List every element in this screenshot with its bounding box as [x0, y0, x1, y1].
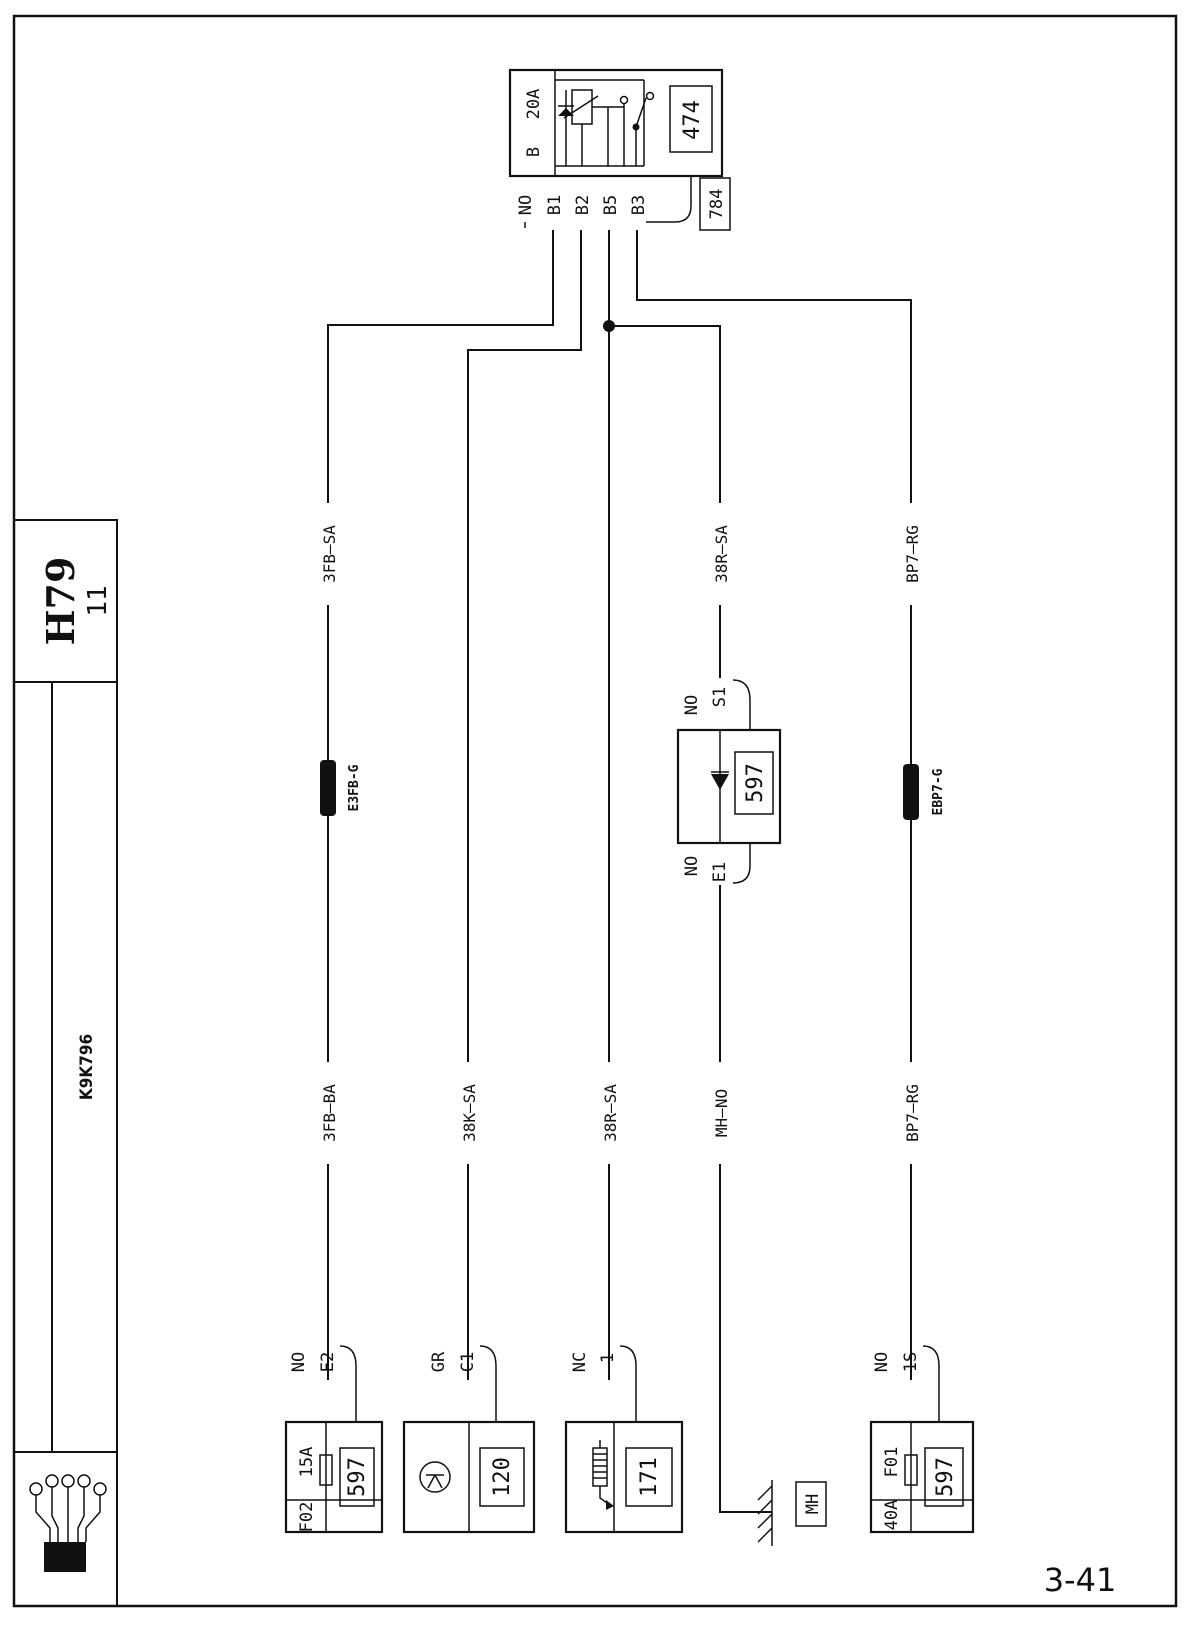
- connector-ebp7-g: [903, 764, 919, 820]
- fuse-f01: NO 1S 597 F01 40A: [869, 1345, 975, 1534]
- connector-ebp7-g-label: EBP7-G: [931, 768, 946, 815]
- fuse-f01-id: 597: [933, 1457, 958, 1497]
- wire-mh-label: MH—NO: [712, 1089, 731, 1137]
- page-sub-number: 11: [83, 585, 113, 616]
- page-frame: [12, 14, 1178, 1608]
- fuse-f02-id: 597: [345, 1457, 370, 1497]
- diode-module-id: 597: [743, 763, 768, 803]
- wire-bp7-top-label: BP7—RG: [903, 525, 922, 583]
- fuse-f02: NO E2 597 15A F02: [284, 1345, 384, 1534]
- relay-ref-784: 784: [707, 189, 727, 220]
- sensor-icon: [419, 1461, 451, 1493]
- fuse-f01-color: NO: [872, 1352, 892, 1372]
- wire-bp7-bottom-label: BP7—RG: [903, 1084, 922, 1142]
- diode-color-out: NO: [682, 695, 702, 715]
- relay-pins: NO B1 B2 B5 B3 784: [516, 176, 731, 231]
- component-171-color: NC: [570, 1352, 590, 1372]
- wire-38r-mh: 38R—SA MH—NO: [609, 325, 772, 1513]
- component-120-pin: C1: [458, 1352, 478, 1372]
- page-code: H79: [38, 557, 83, 646]
- relay-fuse-rating: 20A: [524, 89, 544, 120]
- diode-pin-s1: S1: [710, 687, 730, 707]
- relay-474: 474 B 20A: [508, 68, 724, 178]
- relay-type-letter: B: [524, 147, 544, 157]
- diode-color-in: NO: [682, 856, 702, 876]
- component-120-id: 120: [490, 1457, 515, 1497]
- fuse-f01-pin: 1S: [901, 1352, 921, 1372]
- wire-3fb: 3FB—SA E3FB-G 3FB—BA: [314, 230, 554, 1380]
- ground-label: MH: [803, 1494, 823, 1514]
- component-120: GR C1 120: [402, 1345, 536, 1534]
- wire-38r: 38R—SA: [595, 230, 623, 1380]
- diode-pin-e1: E1: [710, 862, 730, 882]
- relay-pin-b5: B5: [601, 195, 621, 215]
- relay-pin-b2: B2: [573, 195, 593, 215]
- fuse-f02-pin: E2: [318, 1352, 338, 1372]
- wire-38r-top-label: 38R—SA: [712, 525, 731, 583]
- component-171: NC 1 171: [564, 1345, 684, 1534]
- connector-e3fb-g-label: E3FB-G: [347, 764, 362, 811]
- wire-38k-label: 38K—SA: [460, 1084, 479, 1142]
- fuse-f02-name: F02: [297, 1502, 317, 1533]
- wire-3fb-top-label: 3FB—SA: [320, 525, 339, 583]
- relay-pin-b1: B1: [545, 195, 565, 215]
- connector-e3fb-g: [320, 760, 336, 816]
- relay-id: 474: [680, 100, 705, 140]
- harness-connector-icon: [29, 1474, 107, 1572]
- wire-3fb-bottom-label: 3FB—BA: [320, 1084, 339, 1142]
- relay-pin-b3: B3: [629, 195, 649, 215]
- title-block: H79 11 K9K796: [13, 519, 118, 1607]
- fuse-f02-rating: 15A: [297, 1447, 317, 1478]
- component-120-color: GR: [429, 1351, 449, 1372]
- ground-mh: MH: [757, 1480, 827, 1546]
- wire-38k: 38K—SA: [454, 230, 582, 1380]
- fuse-f02-color: NO: [289, 1352, 309, 1372]
- page-number: 3-41: [1044, 1561, 1117, 1599]
- fuse-f01-rating: 40A: [882, 1500, 902, 1531]
- wire-38r-label: 38R—SA: [601, 1084, 620, 1142]
- engine-code: K9K796: [77, 1034, 97, 1100]
- fuse-f01-name: F01: [882, 1447, 902, 1478]
- diode-module-597: NO S1 597 NO E1: [676, 679, 782, 884]
- wire-bp7: BP7—RG EBP7-G BP7—RG: [636, 230, 946, 1380]
- relay-connector-color: NO: [516, 195, 536, 215]
- component-171-id: 171: [637, 1457, 662, 1497]
- component-171-pin: 1: [598, 1353, 618, 1363]
- coil-icon: [592, 1440, 614, 1510]
